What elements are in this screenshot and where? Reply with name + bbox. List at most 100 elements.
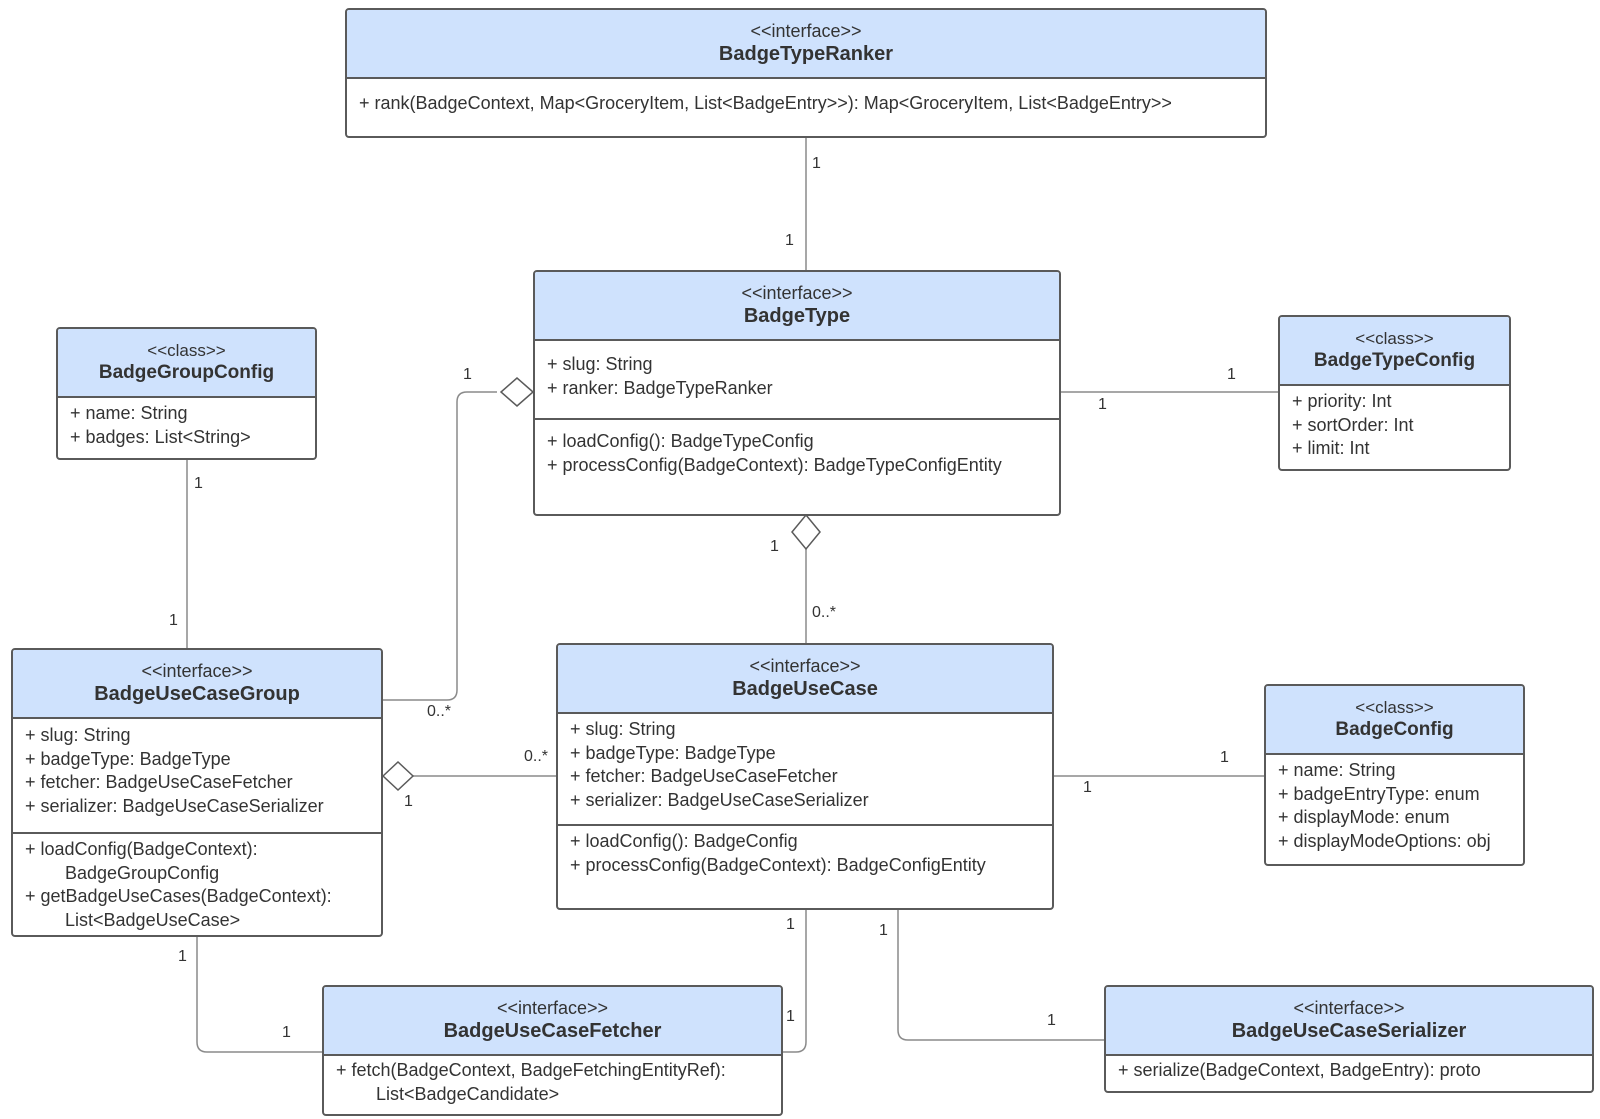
class-header: <<interface>> BadgeUseCaseGroup [13,650,381,719]
attributes-section: + name: String + badges: List<String> [58,398,315,457]
attributes-section: + priority: Int + sortOrder: Int + limit… [1280,386,1509,469]
method: + getBadgeUseCases(BadgeContext): [25,886,332,906]
methods-section: + loadConfig(): BadgeConfig + processCon… [558,824,1052,885]
multiplicity-label: 1 [194,475,203,492]
stereotype: <<class>> [147,341,226,360]
methods-section: + loadConfig(): BadgeTypeConfig + proces… [535,418,1059,485]
class-name: BadgeUseCaseSerializer [1231,1020,1467,1042]
methods-section: + rank(BadgeContext, Map<GroceryItem, Li… [347,79,1265,124]
attribute: + sortOrder: Int [1292,414,1414,435]
class-header: <<class>> BadgeTypeConfig [1280,317,1509,386]
class-badge-use-case-fetcher[interactable]: <<interface>> BadgeUseCaseFetcher + fetc… [322,985,783,1116]
method: + loadConfig(BadgeContext): [25,839,258,859]
attribute: + name: String [1278,760,1396,780]
attribute: + slug: String [25,725,131,745]
attribute: + badgeEntryType: enum [1278,783,1480,804]
method: + fetch(BadgeContext, BadgeFetchingEntit… [336,1060,726,1080]
class-header: <<interface>> BadgeUseCase [558,645,1052,714]
attributes-section: + name: String + badgeEntryType: enum + … [1266,755,1523,861]
methods-section: + fetch(BadgeContext, BadgeFetchingEntit… [324,1056,781,1114]
aggregation-diamond-badgetype-bottom [791,513,821,551]
multiplicity-label: 0..* [524,748,549,765]
multiplicity-label: 0..* [427,703,452,720]
multiplicity-label: 0..* [812,604,837,621]
attributes-section: + slug: String + ranker: BadgeTypeRanker [535,341,1059,418]
multiplicity-label: 1 [1227,366,1236,383]
class-header: <<class>> BadgeConfig [1266,686,1523,755]
attribute: + name: String [70,403,188,423]
class-name: BadgeUseCaseGroup [94,683,300,705]
method: + loadConfig(): BadgeTypeConfig [547,431,814,451]
method: + rank(BadgeContext, Map<GroceryItem, Li… [359,93,1172,113]
method: + loadConfig(): BadgeConfig [570,831,798,851]
methods-section: + loadConfig(BadgeContext): BadgeGroupCo… [13,832,381,935]
attribute: + badgeType: BadgeType [570,742,776,763]
class-name: BadgeConfig [1335,719,1454,740]
stereotype: <<interface>> [741,283,853,303]
class-name: BadgeUseCaseFetcher [443,1020,662,1042]
multiplicity-label: 1 [785,232,794,249]
class-badge-group-config[interactable]: <<class>> BadgeGroupConfig + name: Strin… [56,327,317,460]
link-group-fetcher [196,937,323,1053]
multiplicity-label: 1 [463,366,472,383]
class-badge-type-ranker[interactable]: <<interface>> BadgeTypeRanker + rank(Bad… [345,8,1267,138]
multiplicity-label: 1 [1220,749,1229,766]
attribute: + serializer: BadgeUseCaseSerializer [25,795,324,816]
class-header: <<interface>> BadgeType [535,272,1059,341]
aggregation-diamond-badgetype-left [499,377,535,407]
stereotype: <<interface>> [749,656,861,676]
multiplicity-label: 1 [178,948,187,965]
method: List<BadgeCandidate> [336,1083,560,1104]
link-badgetype-group [382,391,497,701]
multiplicity-label: 1 [879,922,888,939]
attributes-section: + slug: String + badgeType: BadgeType + … [558,714,1052,824]
multiplicity-label: 1 [1047,1012,1056,1029]
link-usecase-fetcher [783,910,807,1053]
aggregation-diamond-group-right [381,760,415,792]
multiplicity-label: 1 [1098,396,1107,413]
class-badge-type[interactable]: <<interface>> BadgeType + slug: String +… [533,270,1061,516]
class-header: <<interface>> BadgeTypeRanker [347,10,1265,79]
method: + processConfig(BadgeContext): BadgeConf… [570,854,986,875]
attribute: + badges: List<String> [70,426,251,447]
attribute: + displayModeOptions: obj [1278,830,1491,851]
class-header: <<class>> BadgeGroupConfig [58,329,315,398]
class-badge-use-case[interactable]: <<interface>> BadgeUseCase + slug: Strin… [556,643,1054,910]
attribute: + slug: String [547,354,653,374]
class-badge-config[interactable]: <<class>> BadgeConfig + name: String + b… [1264,684,1525,866]
class-badge-use-case-serializer[interactable]: <<interface>> BadgeUseCaseSerializer + s… [1104,985,1594,1093]
attribute: + fetcher: BadgeUseCaseFetcher [570,766,838,786]
method: + serialize(BadgeContext, BadgeEntry): p… [1118,1060,1481,1080]
multiplicity-label: 1 [786,1008,795,1025]
attribute: + displayMode: enum [1278,807,1450,827]
multiplicity-label: 1 [404,793,413,810]
attribute: + fetcher: BadgeUseCaseFetcher [25,772,293,792]
multiplicity-label: 1 [770,538,779,555]
class-name: BadgeGroupConfig [98,362,275,383]
stereotype: <<interface>> [496,998,609,1018]
attribute: + slug: String [570,719,676,739]
class-header: <<interface>> BadgeUseCaseSerializer [1106,987,1592,1056]
link-usecase-serializer [897,910,1105,1041]
class-header: <<interface>> BadgeUseCaseFetcher [324,987,781,1056]
attribute: + priority: Int [1292,391,1392,411]
class-name: BadgeUseCase [732,678,878,700]
multiplicity-label: 1 [786,916,795,933]
stereotype: <<interface>> [1293,998,1405,1018]
multiplicity-label: 1 [812,155,821,172]
multiplicity-label: 1 [282,1024,291,1041]
class-badge-use-case-group[interactable]: <<interface>> BadgeUseCaseGroup + slug: … [11,648,383,937]
methods-section: + serialize(BadgeContext, BadgeEntry): p… [1106,1056,1592,1091]
attribute: + serializer: BadgeUseCaseSerializer [570,789,869,810]
method: + processConfig(BadgeContext): BadgeType… [547,454,1002,475]
attribute: + badgeType: BadgeType [25,748,231,769]
attributes-section: + slug: String + badgeType: BadgeType + … [13,719,381,832]
class-name: BadgeTypeRanker [718,43,894,65]
method: List<BadgeUseCase> [25,909,241,930]
class-name: BadgeType [743,305,851,327]
attribute: + ranker: BadgeTypeRanker [547,377,773,398]
class-badge-type-config[interactable]: <<class>> BadgeTypeConfig + priority: In… [1278,315,1511,471]
stereotype: <<interface>> [141,661,253,681]
stereotype: <<interface>> [750,21,862,41]
